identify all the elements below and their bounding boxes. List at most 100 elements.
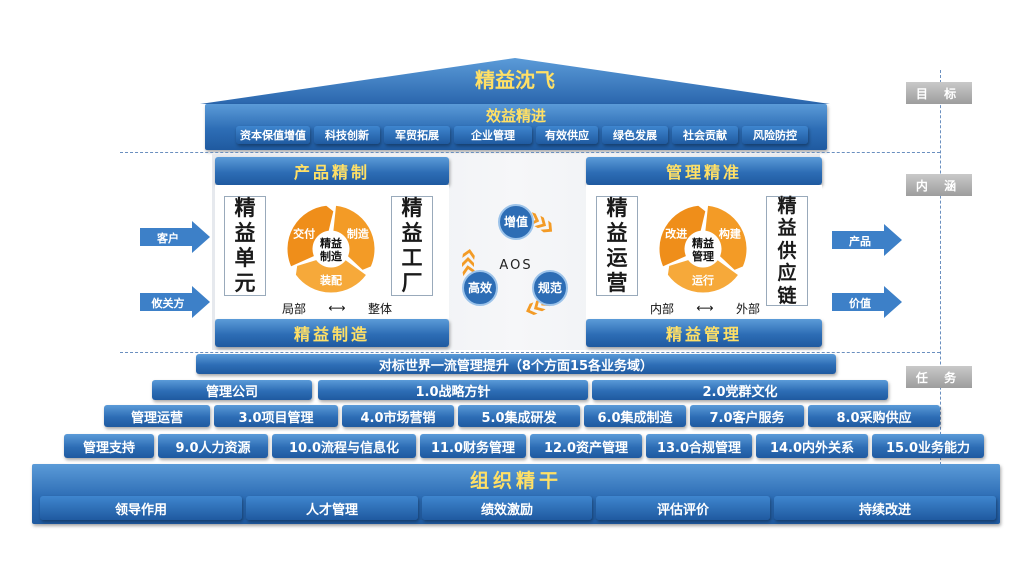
cycle-center-label: 管理 — [692, 249, 714, 263]
right-pillar-col1: 精益运营 — [596, 196, 638, 296]
left-scale: 局部 ⟷ 整体 — [282, 300, 392, 316]
chevron-icon — [533, 298, 546, 312]
tag-task: 任 务 — [906, 366, 972, 388]
vertical-char: 营 — [606, 270, 628, 295]
vertical-char: 供 — [777, 239, 797, 262]
aos-node-label: 增值 — [504, 214, 528, 229]
chevron-icon — [527, 212, 540, 225]
cycle-segment — [658, 204, 707, 268]
left-scale-left: 局部 — [282, 301, 307, 316]
cycle-segment — [704, 204, 748, 272]
tier-item: 6.0集成制造 — [584, 405, 686, 427]
right-pillar-col2: 精益供应链 — [766, 194, 808, 307]
vertical-char: 单 — [234, 246, 256, 270]
right-pillar-bottom: 精益管理 — [586, 319, 822, 347]
vertical-char: 厂 — [401, 270, 423, 295]
double-arrow-icon: ⟷ — [696, 301, 714, 315]
roof-item: 科技创新 — [314, 126, 380, 144]
cycle-label: 构建 — [719, 227, 742, 241]
tier-item: 管理支持 — [64, 434, 154, 458]
tier-item: 5.0集成研发 — [458, 405, 580, 427]
left-pillar-col1: 精益单元 — [224, 196, 266, 296]
aos-node-label: 高效 — [468, 280, 493, 295]
left-scale-right: 整体 — [367, 301, 392, 316]
cycle-segment — [332, 204, 376, 272]
tier-item: 1.0战略方针 — [318, 380, 588, 400]
arrow-label: 产品 — [849, 234, 871, 248]
tier-item: 13.0合规管理 — [646, 434, 752, 458]
roof-title: 精益沈飞 — [475, 68, 555, 92]
vertical-char: 精 — [606, 196, 628, 221]
double-arrow-icon: ⟷ — [328, 301, 346, 315]
vertical-char: 应 — [777, 262, 797, 285]
foundation-item: 持续改进 — [774, 496, 996, 520]
cycle-label: 交付 — [293, 227, 315, 241]
tier-banner: 对标世界一流管理提升（8个方面15各业务域） — [196, 354, 836, 374]
vertical-char: 链 — [777, 284, 797, 307]
cycle-label: 装配 — [319, 273, 342, 287]
arrow-right-icon — [140, 221, 210, 253]
right-scale: 内部 ⟷ 外部 — [650, 300, 760, 316]
arrow-label: 客户 — [156, 231, 179, 245]
right-pillar-top: 管理精准 — [586, 157, 822, 185]
roof-item: 资本保值增值 — [236, 126, 310, 144]
aos-node — [532, 270, 568, 306]
arrow-right-icon — [140, 286, 210, 318]
foundation-item: 绩效激励 — [422, 496, 592, 520]
cycle-center-label: 精益 — [692, 236, 714, 250]
foundation-item: 评估评价 — [596, 496, 770, 520]
cycle-label: 改进 — [665, 227, 687, 241]
vertical-char: 精 — [234, 196, 256, 221]
left-pillar-col2: 精益工厂 — [391, 196, 433, 296]
cycle-segment — [286, 204, 335, 268]
input-arrow-stakeholder: 攸关方 — [140, 286, 210, 318]
tier-item: 9.0人力资源 — [158, 434, 268, 458]
vertical-char: 益 — [234, 221, 256, 246]
roof-item: 企业管理 — [454, 126, 532, 144]
roof-item: 社会贡献 — [672, 126, 738, 144]
tier-item: 11.0财务管理 — [420, 434, 526, 458]
cycle-label: 运行 — [692, 273, 714, 287]
chevron-icon — [526, 302, 538, 316]
arrow-right-icon — [832, 286, 902, 318]
input-arrow-customer: 客户 — [140, 221, 210, 253]
vertical-char: 运 — [606, 246, 628, 270]
tier-item: 4.0市场营销 — [342, 405, 454, 427]
divider-task — [120, 352, 940, 353]
output-arrow-product: 产品 — [832, 224, 902, 256]
vertical-char: 益 — [606, 221, 628, 246]
tier-item: 12.0资产管理 — [530, 434, 642, 458]
vertical-char: 元 — [234, 270, 256, 295]
left-pillar-bottom: 精益制造 — [215, 319, 449, 347]
cycle-segment — [294, 258, 368, 294]
chevron-icon — [534, 215, 547, 229]
arrow-label: 价值 — [849, 296, 871, 310]
chevron-icon — [462, 257, 474, 267]
aos-node — [498, 204, 534, 240]
vertical-char: 精 — [777, 194, 797, 217]
vertical-char: 精 — [401, 196, 423, 221]
roof-item: 军贸拓展 — [384, 126, 450, 144]
right-scale-right: 外部 — [735, 301, 760, 316]
tier-item: 15.0业务能力 — [872, 434, 984, 458]
roof-triangle — [200, 58, 830, 104]
left-pillar-top: 产品精制 — [215, 157, 449, 185]
tier-item: 管理运营 — [104, 405, 210, 427]
cycle-label: 制造 — [347, 227, 370, 241]
foundation-title: 组织精干 — [469, 470, 562, 492]
divider-vertical — [940, 70, 941, 470]
foundation-item: 领导作用 — [40, 496, 242, 520]
tier-item: 7.0客户服务 — [690, 405, 804, 427]
chevron-icon — [462, 265, 476, 277]
arrow-label: 攸关方 — [151, 296, 185, 310]
right-scale-left: 内部 — [650, 301, 675, 316]
cycle-segment — [666, 258, 740, 294]
foundation-item: 人才管理 — [246, 496, 418, 520]
tier-item: 2.0党群文化 — [592, 380, 888, 400]
tag-connotation: 内 涵 — [906, 174, 972, 196]
tier-item: 8.0采购供应 — [808, 405, 940, 427]
chevron-icon — [540, 220, 553, 233]
tier-item: 10.0流程与信息化 — [272, 434, 416, 458]
